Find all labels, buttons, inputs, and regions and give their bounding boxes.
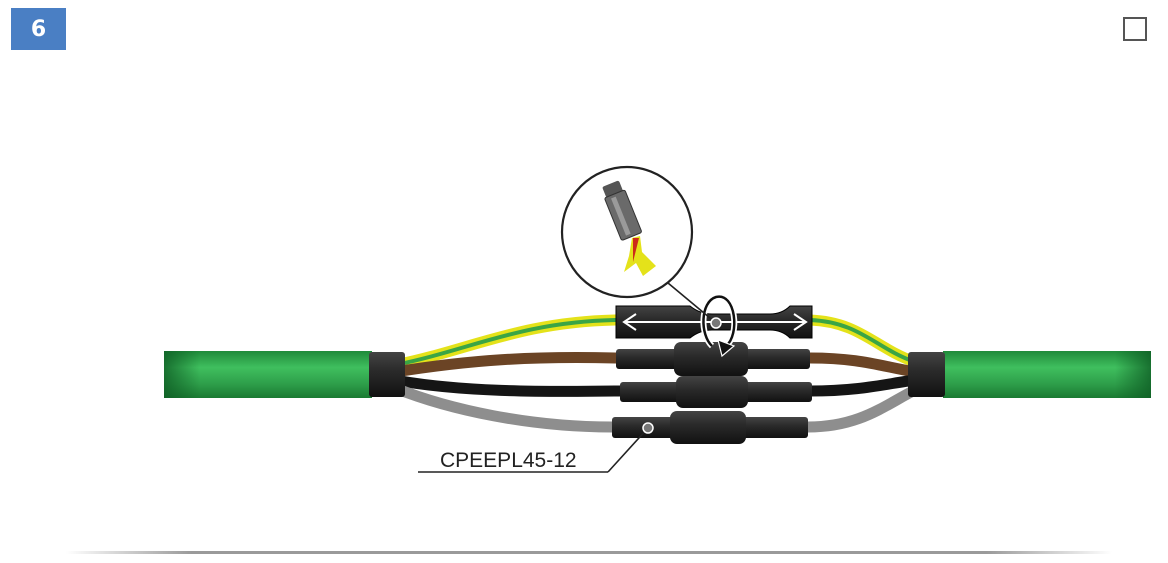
step-complete-checkbox[interactable]	[1123, 17, 1147, 41]
wire-black	[394, 374, 916, 397]
wire-grey	[392, 382, 918, 433]
part-number-label: CPEEPL45-12	[440, 449, 577, 472]
connector-black	[620, 376, 812, 408]
cable-right	[908, 351, 1151, 398]
callout-leader-diagonal	[607, 427, 649, 473]
rotate-arrow-icon	[700, 293, 738, 358]
crimp-connector-icon	[602, 180, 656, 276]
wire-earth	[393, 314, 917, 371]
connector-brown	[616, 342, 810, 376]
wire-brown	[394, 352, 916, 378]
connector-grey	[612, 411, 808, 444]
cable-left	[164, 351, 405, 398]
magnifier-leader-line	[667, 282, 717, 324]
magnifier-dot	[710, 317, 722, 329]
callout-dot	[642, 422, 654, 434]
step-number-badge: 6	[11, 8, 66, 50]
section-divider	[66, 551, 1112, 554]
